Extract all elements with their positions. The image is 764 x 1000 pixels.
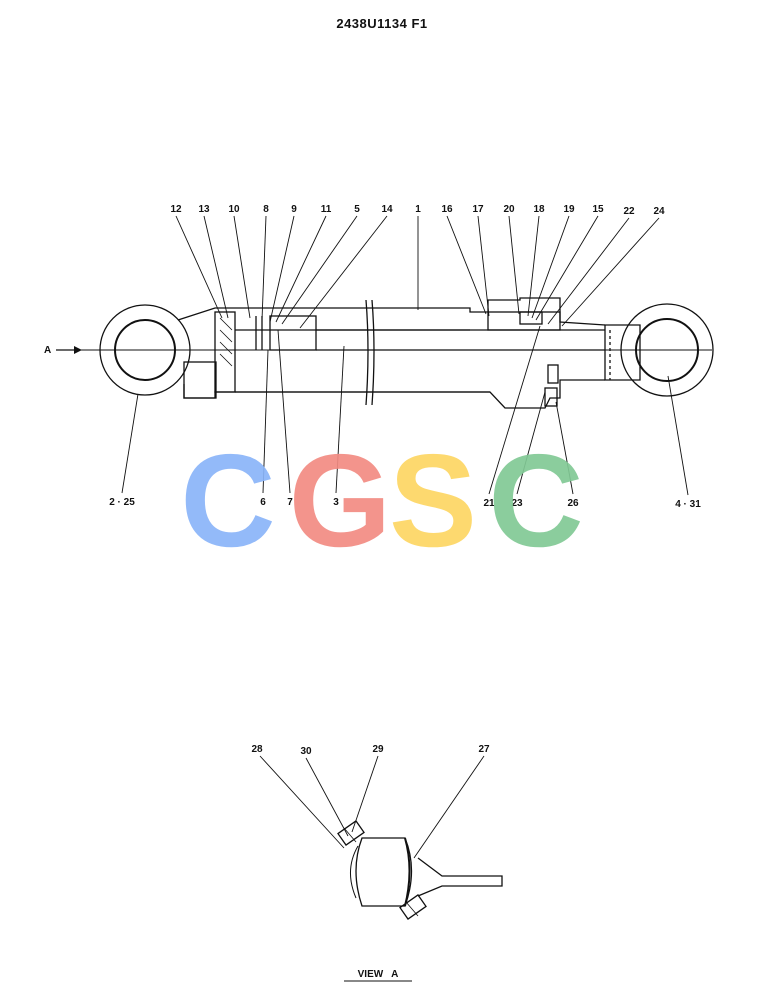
watermark-letter-g: G (289, 427, 392, 574)
top-leaders (175, 215, 660, 329)
rod-gland (487, 311, 561, 331)
callout-19: 19 (563, 204, 575, 215)
watermark-letter-c1: C (180, 427, 275, 574)
callout-8: 8 (263, 204, 269, 215)
callout-26: 26 (567, 498, 579, 509)
top-callouts: 12 13 10 8 9 11 5 14 1 16 17 20 18 19 15… (170, 204, 665, 217)
callout-10: 10 (228, 204, 240, 215)
callout-9: 9 (291, 204, 297, 215)
callout-16: 16 (441, 204, 453, 215)
port-block (183, 361, 217, 399)
view-a-arm (417, 857, 503, 897)
callout-3: 3 (333, 497, 339, 508)
watermark: C G S C (180, 427, 583, 574)
hydraulic-cylinder (99, 297, 714, 409)
watermark-letter-s: S (389, 427, 477, 574)
view-a-arrow: A (44, 345, 82, 356)
callout-4-31: 4 · 31 (675, 499, 701, 510)
bottom-callouts: 2 · 25 6 7 3 21 23 26 4 · 31 (109, 497, 701, 510)
bolt-top (337, 820, 365, 846)
callout-15: 15 (592, 204, 604, 215)
bottom-leaders (121, 325, 689, 496)
callout-2-25: 2 · 25 (109, 497, 135, 508)
callout-21: 21 (483, 498, 495, 509)
callout-28: 28 (251, 744, 263, 755)
callout-7: 7 (287, 497, 293, 508)
callout-18: 18 (533, 204, 545, 215)
callout-12: 12 (170, 204, 182, 215)
callout-29: 29 (372, 744, 384, 755)
drawing-number: 2438U1134 F1 (336, 16, 428, 31)
callout-24: 24 (653, 206, 665, 217)
callout-20: 20 (503, 204, 515, 215)
callout-23: 23 (511, 498, 523, 509)
callout-1: 1 (415, 204, 421, 215)
view-a-detail (337, 820, 503, 920)
view-title: VIEW A (358, 969, 399, 980)
watermark-letter-c2: C (488, 427, 583, 574)
callout-13: 13 (198, 204, 210, 215)
callout-27: 27 (478, 744, 490, 755)
bolt-bottom (399, 894, 427, 920)
callout-17: 17 (472, 204, 484, 215)
cylinder-tube (177, 297, 606, 326)
callout-6: 6 (260, 497, 266, 508)
view-a-callouts: 28 30 29 27 (251, 744, 490, 757)
callout-11: 11 (321, 204, 332, 215)
head-block (214, 311, 236, 393)
view-a-leaders (259, 755, 485, 859)
callout-22: 22 (623, 206, 635, 217)
rod-end (604, 324, 641, 381)
bearing-sphere (355, 837, 413, 907)
arrow-label: A (44, 345, 51, 356)
callout-30: 30 (300, 746, 312, 757)
callout-5: 5 (354, 204, 360, 215)
callout-14: 14 (381, 204, 393, 215)
break-lines (365, 299, 375, 406)
